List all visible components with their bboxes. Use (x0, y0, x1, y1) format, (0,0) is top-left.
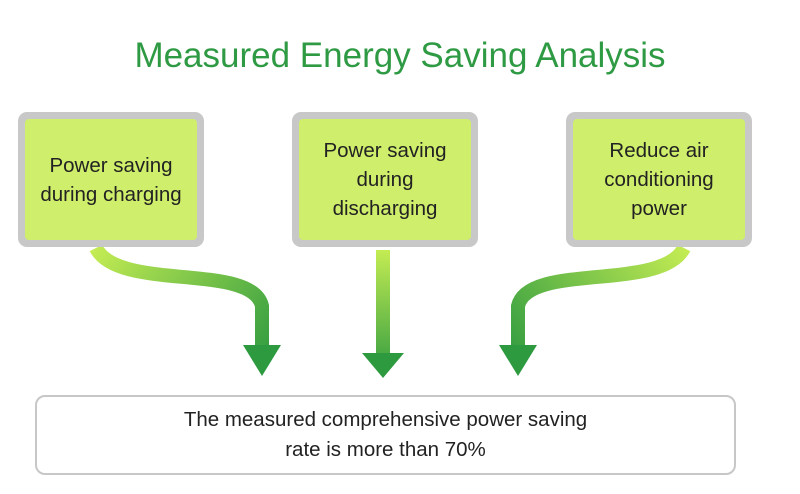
factor-label: Power saving during charging (40, 153, 182, 206)
factor-card-body: Power saving during discharging (299, 119, 471, 240)
diagram-title: Measured Energy Saving Analysis (134, 36, 666, 75)
factor-card-discharging: Power saving during discharging (292, 112, 478, 247)
factor-label: Reduce air conditioning power (604, 139, 714, 220)
factor-card-body: Power saving during charging (25, 119, 197, 240)
conclusion-text: The measured comprehensive power saving … (183, 408, 588, 461)
factor-card-air-conditioning: Reduce air conditioning power (566, 112, 752, 247)
factor-label: Power saving during discharging (323, 139, 447, 220)
factor-card-body: Reduce air conditioning power (573, 119, 745, 240)
conclusion-box: The measured comprehensive power saving … (35, 395, 736, 475)
right-arrow (499, 244, 691, 376)
center-arrow (362, 250, 404, 378)
factor-card-charging: Power saving during charging (18, 112, 204, 247)
left-arrow (89, 244, 281, 376)
